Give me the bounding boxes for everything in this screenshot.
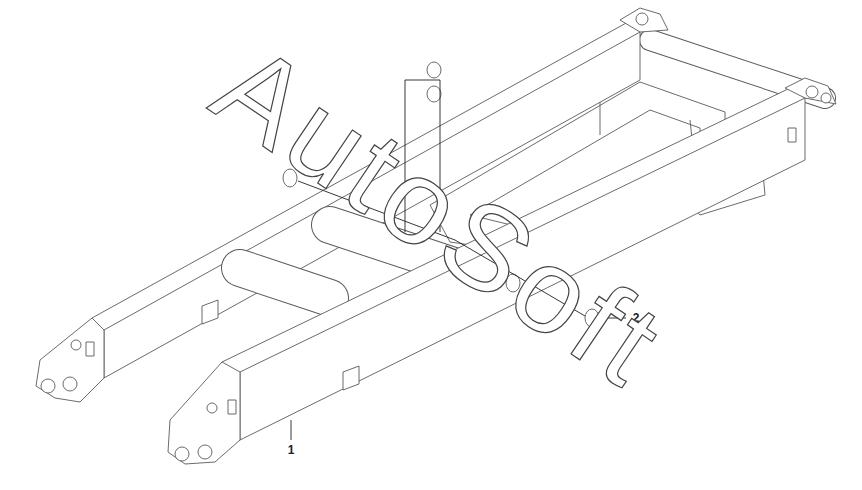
leader-line (291, 420, 292, 440)
bushing (427, 62, 441, 78)
bushing (427, 86, 441, 102)
bracket-hole (63, 377, 77, 391)
mount-plate (343, 366, 359, 390)
front-arm-head (785, 78, 836, 104)
bracket-hole (207, 403, 217, 413)
decal (788, 128, 796, 142)
rear-arm-head (620, 8, 668, 32)
decal (86, 342, 94, 356)
rear-arm-bracket (36, 318, 104, 402)
cross-tube-outline (240, 268, 330, 298)
head-hole (821, 93, 831, 103)
front-arm-bracket (168, 362, 240, 464)
bracket-hole (41, 379, 55, 393)
head-hole (806, 86, 818, 98)
cross-tube (240, 268, 330, 298)
callout-number: 1 (288, 444, 295, 456)
head-hole (636, 13, 648, 25)
decal (228, 400, 236, 414)
bracket-hole (198, 445, 212, 459)
bracket-hole (175, 447, 189, 461)
mount-plate (202, 300, 218, 324)
bracket-hole (71, 340, 81, 350)
